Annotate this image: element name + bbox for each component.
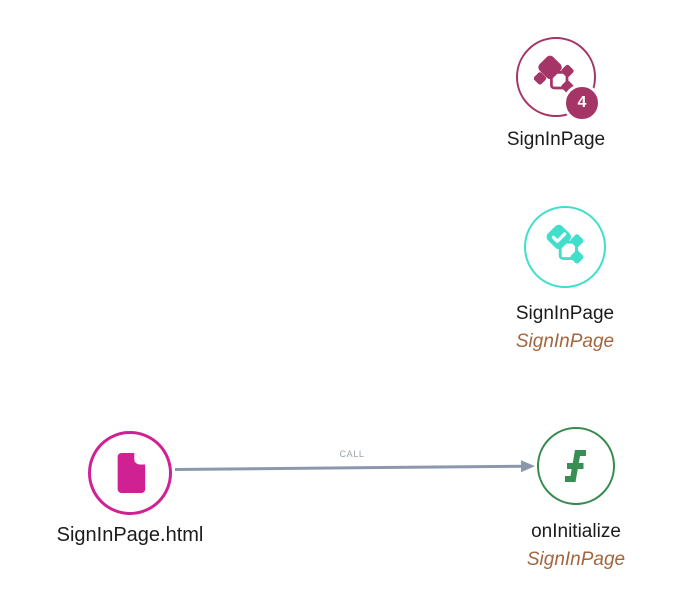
node-sublabel: SignInPage: [526, 549, 626, 570]
class-node-circle[interactable]: [524, 206, 606, 288]
call-edge[interactable]: [174, 460, 535, 473]
node-class-signinpage-top: 4 SignInPage: [476, 37, 636, 151]
file-node-circle[interactable]: [88, 431, 172, 515]
function-icon: [565, 450, 586, 482]
node-sublabel: SignInPage: [515, 331, 615, 352]
class-node-circle[interactable]: 4: [516, 37, 601, 122]
node-file-signinpage-html: SignInPage.html: [30, 431, 230, 546]
node-label: SignInPage: [515, 303, 615, 324]
call-edge-label: CALL: [339, 449, 365, 459]
node-label: SignInPage: [506, 129, 606, 150]
count-badge[interactable]: 4: [563, 84, 601, 122]
check-icon: [551, 232, 567, 243]
class-checked-icon: [546, 224, 584, 264]
node-class-signinpage: SignInPage SignInPage: [485, 206, 645, 353]
file-icon: [117, 452, 147, 493]
node-label: onInitialize: [531, 521, 621, 542]
function-node-circle[interactable]: [537, 427, 615, 505]
node-label: SignInPage.html: [56, 524, 204, 546]
node-function-oninitialize: onInitialize SignInPage: [496, 427, 656, 571]
class-icon: [534, 55, 574, 93]
